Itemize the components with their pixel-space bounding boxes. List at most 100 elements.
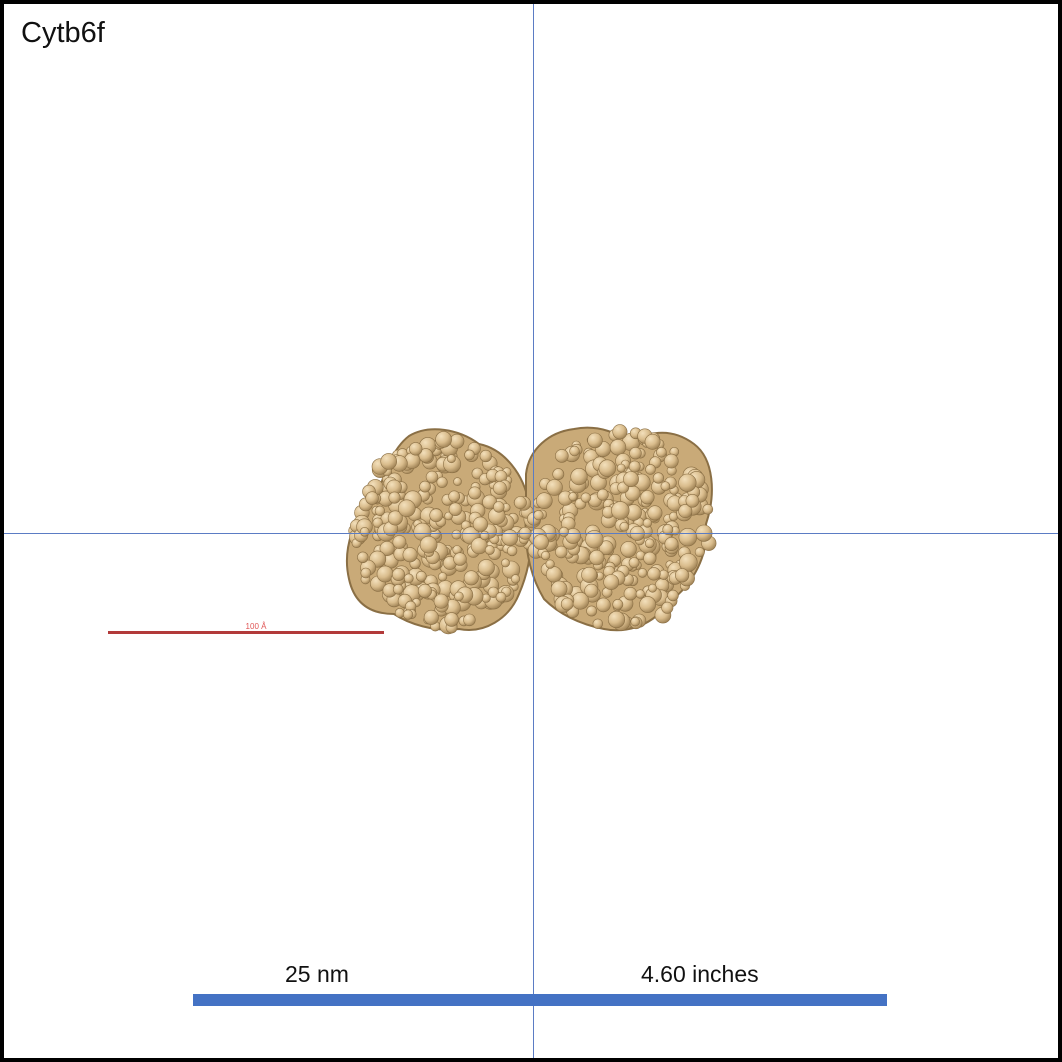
atom-sphere (674, 568, 690, 583)
atom-sphere (472, 516, 489, 532)
atom-sphere (588, 549, 605, 566)
atom-sphere (603, 574, 620, 590)
atom-sphere (552, 468, 565, 481)
atom-sphere (628, 557, 640, 568)
atom-sphere (581, 566, 598, 583)
atom-sphere (468, 486, 482, 500)
figure-title: Cytb6f (21, 17, 105, 49)
atom-sphere (397, 499, 416, 518)
atom-sphere (596, 597, 611, 613)
atom-sphere (656, 446, 667, 458)
atom-sphere (550, 580, 568, 598)
atom-sphere (587, 432, 603, 449)
atom-sphere (403, 573, 414, 584)
atom-sphere (506, 545, 518, 557)
cytb6f-protein-surface (346, 424, 717, 635)
atom-sphere (678, 527, 697, 547)
atom-sphere (546, 479, 563, 496)
atom-sphere (514, 496, 527, 509)
atom-sphere (569, 445, 580, 457)
atom-sphere (418, 448, 433, 463)
atom-sphere (448, 502, 463, 516)
atom-sphere (464, 449, 475, 461)
inch-scale-label: 4.60 inches (641, 961, 759, 987)
atom-sphere (647, 505, 663, 521)
atom-sphere (510, 574, 521, 584)
atom-sphere (454, 591, 464, 602)
atom-sphere (380, 453, 398, 470)
atom-sphere (664, 536, 679, 551)
atom-sphere (609, 439, 627, 456)
atom-sphere (660, 481, 671, 492)
atom-sphere (607, 610, 626, 629)
atom-sphere (433, 593, 449, 609)
atom-sphere (535, 492, 553, 510)
atom-sphere (642, 518, 653, 528)
atom-sphere (388, 491, 401, 504)
atom-sphere (623, 471, 639, 487)
atom-sphere (387, 510, 403, 526)
atom-sphere (444, 612, 459, 627)
atom-sphere (540, 550, 551, 561)
atom-sphere (620, 541, 637, 558)
atom-sphere (436, 476, 448, 488)
nanometer-scale-bar (193, 994, 887, 1006)
atom-sphere (661, 601, 674, 614)
atom-sphere (391, 567, 405, 581)
atom-sphere (555, 545, 568, 559)
atom-sphere (359, 526, 370, 537)
atom-sphere (409, 442, 423, 456)
atom-sphere (374, 505, 386, 517)
atom-sphere (647, 567, 661, 581)
atom-sphere (586, 605, 597, 617)
atom-sphere (533, 534, 549, 550)
atom-sphere (628, 460, 641, 473)
atom-sphere (403, 609, 414, 620)
atom-sphere (580, 492, 591, 503)
atom-sphere (415, 570, 427, 582)
atom-sphere (612, 424, 628, 440)
atom-sphere (419, 480, 431, 493)
atom-sphere (643, 551, 657, 566)
atom-sphere (570, 468, 588, 486)
atom-sphere (644, 433, 661, 450)
atom-sphere (533, 510, 544, 521)
atom-sphere (417, 583, 432, 598)
atom-sphere (425, 470, 439, 484)
atom-sphere (644, 538, 655, 549)
atom-sphere (635, 589, 645, 599)
atom-sphere (639, 596, 657, 613)
crosshair-vertical-line (533, 4, 534, 1058)
atom-sphere (652, 472, 665, 484)
atom-sphere (616, 463, 626, 473)
atom-sphere (484, 545, 495, 555)
atom-sphere (611, 501, 630, 520)
atom-sphere (501, 558, 510, 568)
angstrom-scale-label: 100 Å (245, 622, 267, 631)
atom-sphere (372, 517, 383, 528)
atom-sphere (449, 433, 465, 449)
atom-sphere (429, 508, 444, 523)
atom-sphere (376, 565, 394, 583)
atom-sphere (612, 599, 624, 610)
atom-sphere (419, 535, 438, 554)
atom-sphere (423, 609, 439, 625)
atom-sphere (678, 473, 697, 492)
atom-sphere (648, 583, 657, 593)
atom-sphere (477, 559, 495, 577)
atom-sphere (667, 589, 679, 602)
atom-sphere (640, 490, 655, 505)
atom-sphere (694, 547, 705, 558)
atom-sphere (493, 501, 505, 513)
atom-sphere (558, 526, 569, 537)
atom-sphere (623, 586, 638, 601)
atom-sphere (663, 453, 679, 469)
atom-sphere (678, 553, 698, 572)
atom-sphere (584, 583, 599, 598)
atom-sphere (598, 459, 616, 477)
atom-sphere (463, 613, 476, 627)
atom-sphere (678, 504, 693, 519)
atom-sphere (619, 521, 630, 532)
nanometer-scale-label: 25 nm (285, 961, 349, 987)
atom-sphere (402, 547, 418, 563)
